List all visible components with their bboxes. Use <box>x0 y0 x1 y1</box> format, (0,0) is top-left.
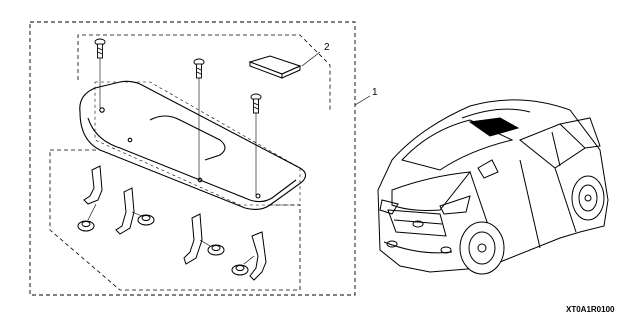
callout-2: 2 <box>324 42 330 53</box>
bracket-icon <box>243 231 267 281</box>
bracket-icon <box>83 165 103 221</box>
kit-boundary <box>29 21 356 296</box>
bracket-icon <box>183 213 211 265</box>
spoiler-icon <box>79 80 307 211</box>
callout-1: 1 <box>372 87 378 98</box>
hardware-group-top <box>77 34 331 110</box>
adhesive-pad-icon <box>248 55 302 79</box>
spoiler-guide <box>94 81 301 206</box>
screw-icon <box>250 93 262 195</box>
suv-vehicle-icon <box>377 99 609 275</box>
callout-2-leader <box>301 51 321 67</box>
nut-icon <box>207 244 225 256</box>
bracket-icon <box>115 187 143 235</box>
screw-icon <box>94 38 106 108</box>
nut-icon <box>77 220 95 232</box>
nut-icon <box>137 214 155 226</box>
screw-icon <box>193 58 205 180</box>
part-code: XT0A1R0100 <box>566 305 615 314</box>
callout-1-leader <box>354 95 371 106</box>
nut-icon <box>231 264 249 276</box>
